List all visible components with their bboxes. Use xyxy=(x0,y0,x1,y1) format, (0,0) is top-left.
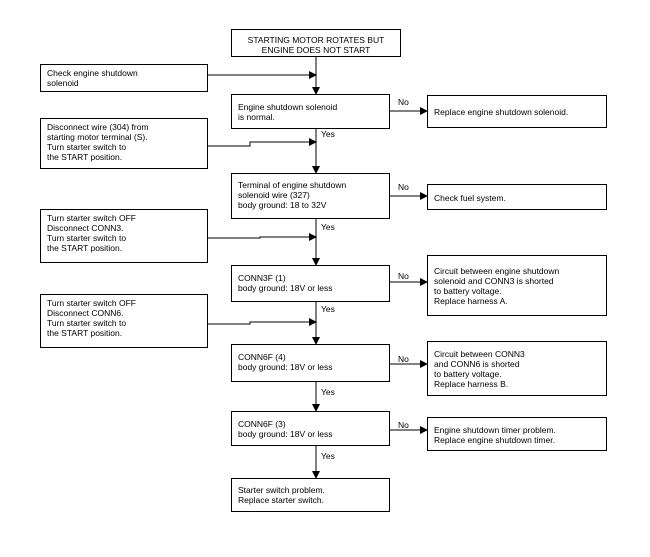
check-box-4: CONN6F (4) body ground: 18V or less xyxy=(231,344,390,382)
action-box-4: Turn starter switch OFF Disconnect CONN6… xyxy=(40,294,208,348)
final-box: Starter switch problem. Replace starter … xyxy=(231,478,390,512)
action-box-1: Check engine shutdown solenoid xyxy=(40,64,208,92)
check-box-3: CONN3F (1) body ground: 18V or less xyxy=(231,265,390,302)
no-label-2: No xyxy=(398,182,409,192)
no-label-3: No xyxy=(398,271,409,281)
result-box-3: Circuit between engine shutdown solenoid… xyxy=(427,255,607,316)
action-box-3: Turn starter switch OFF Disconnect CONN3… xyxy=(40,209,208,263)
yes-label-1: Yes xyxy=(321,129,335,139)
check-box-1: Engine shutdown solenoid is normal. xyxy=(231,94,390,129)
no-label-5: No xyxy=(398,420,409,430)
yes-label-2: Yes xyxy=(321,222,335,232)
result-box-4: Circuit between CONN3 and CONN6 is short… xyxy=(427,341,607,396)
flowchart-title: STARTING MOTOR ROTATES BUT ENGINE DOES N… xyxy=(231,29,401,57)
check-box-2: Terminal of engine shutdown solenoid wir… xyxy=(231,173,390,219)
yes-label-5: Yes xyxy=(321,451,335,461)
yes-label-3: Yes xyxy=(321,304,335,314)
no-label-1: No xyxy=(398,97,409,107)
yes-label-4: Yes xyxy=(321,387,335,397)
no-label-4: No xyxy=(398,354,409,364)
action-box-2: Disconnect wire (304) from starting moto… xyxy=(40,118,208,169)
result-box-5: Engine shutdown timer problem. Replace e… xyxy=(427,417,607,451)
check-box-5: CONN6F (3) body ground: 18V or less xyxy=(231,411,390,446)
result-box-2: Check fuel system. xyxy=(427,184,607,210)
result-box-1: Replace engine shutdown solenoid. xyxy=(427,95,607,128)
